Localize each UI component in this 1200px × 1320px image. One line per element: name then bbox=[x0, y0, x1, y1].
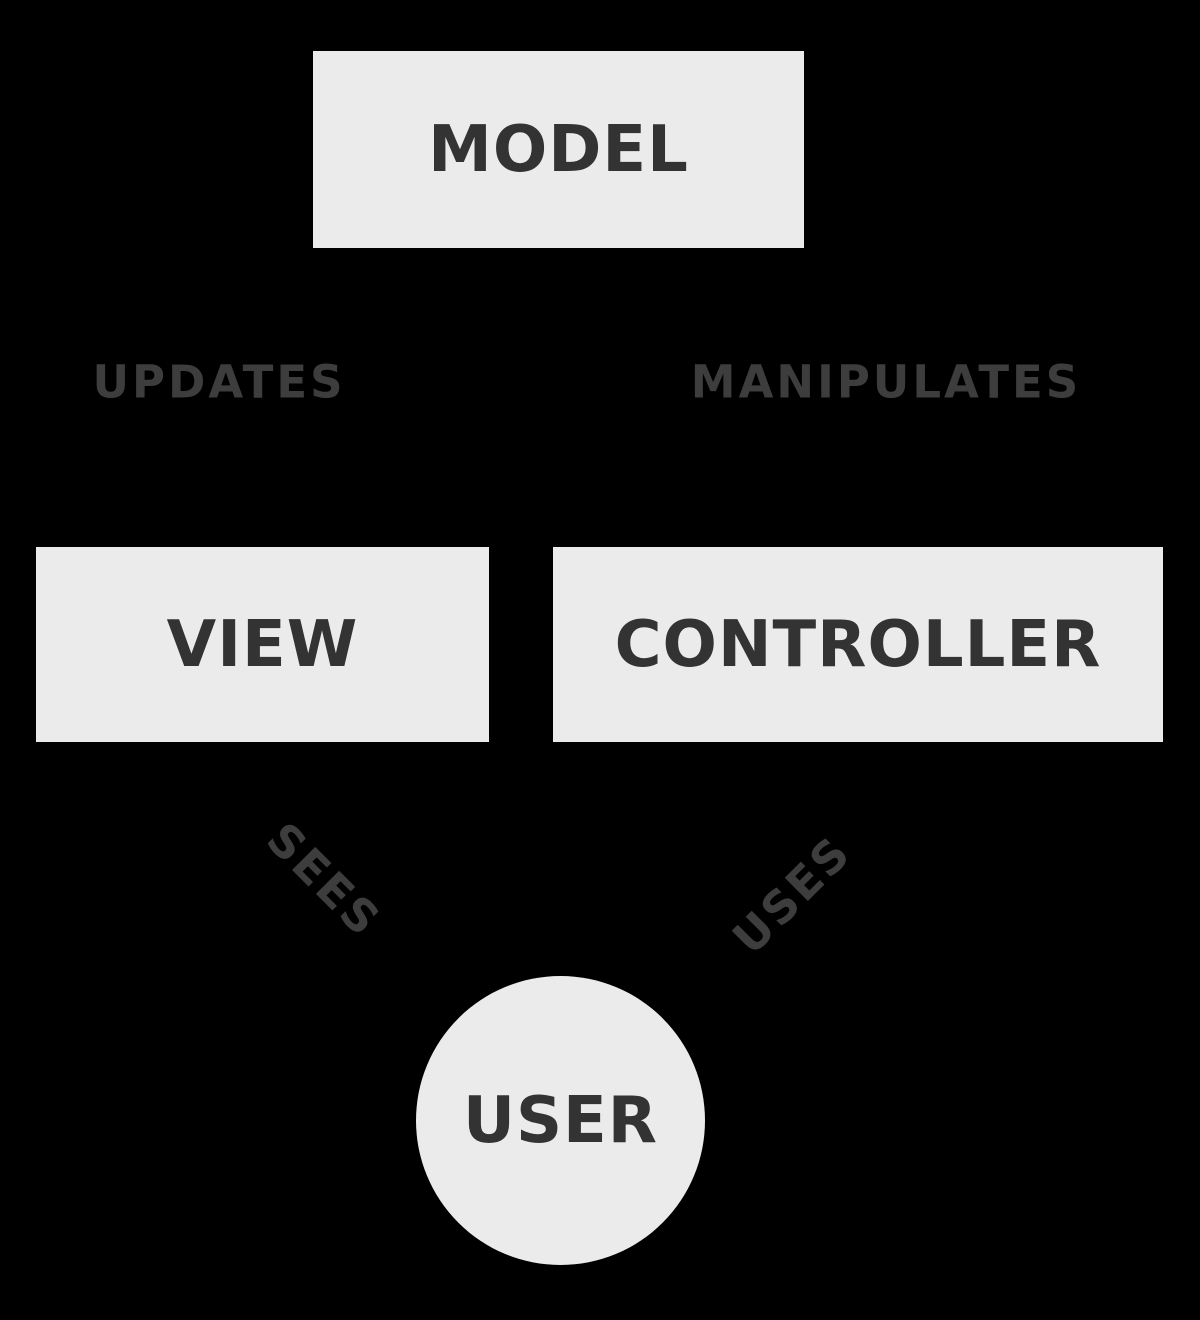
view-node: VIEW bbox=[36, 547, 489, 742]
updates-edge-label: UPDATES bbox=[92, 355, 346, 409]
model-node: MODEL bbox=[313, 51, 804, 248]
user-label: USER bbox=[462, 1083, 659, 1158]
manipulates-edge-label: MANIPULATES bbox=[690, 355, 1082, 409]
user-node: USER bbox=[416, 976, 705, 1265]
controller-label: CONTROLLER bbox=[614, 607, 1102, 682]
view-label: VIEW bbox=[166, 607, 359, 682]
model-label: MODEL bbox=[428, 112, 689, 187]
sees-edge-label: SEES bbox=[256, 812, 392, 948]
uses-edge-label: USES bbox=[722, 825, 862, 965]
controller-node: CONTROLLER bbox=[553, 547, 1163, 742]
